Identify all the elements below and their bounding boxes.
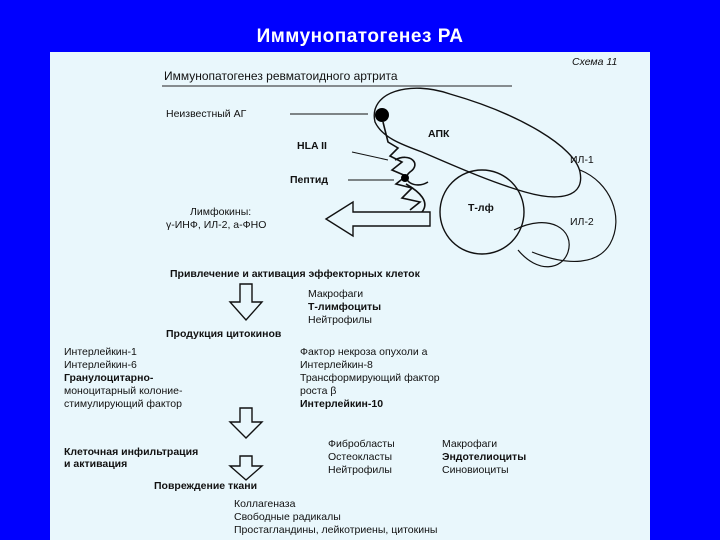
label-tcell: Т-лф bbox=[468, 202, 494, 214]
stage3-col1-3: Нейтрофилы bbox=[328, 464, 392, 476]
scheme-scan: Схема 11 Иммунопатогенез ревматоидного а… bbox=[50, 52, 650, 540]
stage2-left-4: моноцитарный колоние- bbox=[64, 385, 183, 397]
receptor-complex bbox=[382, 121, 422, 211]
label-lymphokines-2: γ-ИНФ, ИЛ-2, а-ФНО bbox=[166, 219, 267, 231]
stage3-col1-2: Остеокласты bbox=[328, 451, 393, 463]
apc-cell bbox=[373, 87, 582, 198]
stage2-right-4: роста β bbox=[300, 385, 337, 397]
stage1-cell-2: Т-лимфоциты bbox=[308, 301, 382, 313]
il1-loop bbox=[531, 169, 617, 263]
label-hla: HLA II bbox=[297, 140, 327, 152]
diagram-drawing bbox=[162, 85, 617, 481]
stage1-heading: Привлечение и активация эффекторных клет… bbox=[170, 268, 420, 280]
slide-title: Иммунопатогенез РА bbox=[256, 26, 464, 47]
stage2-left-3: Гранулоцитарно- bbox=[64, 372, 154, 384]
stage2-heading: Продукция цитокинов bbox=[166, 328, 282, 340]
stage2-right-1: Фактор некроза опухоли a bbox=[300, 346, 428, 358]
scheme-title: Иммунопатогенез ревматоидного артрита bbox=[164, 69, 398, 83]
stage1-cell-3: Нейтрофилы bbox=[308, 314, 372, 326]
stage2-right-3: Трансформирующий фактор bbox=[300, 372, 440, 384]
down-arrow-4 bbox=[228, 455, 264, 481]
stage3-heading-2: и активация bbox=[64, 458, 128, 470]
stage4-heading: Повреждение ткани bbox=[154, 480, 258, 492]
stage2-left-5: стимулирующий фактор bbox=[64, 398, 182, 410]
hla-pointer bbox=[351, 151, 389, 161]
label-antigen: Неизвестный АГ bbox=[166, 108, 247, 120]
scheme-number: Схема 11 bbox=[572, 56, 618, 68]
lymphokine-arrow bbox=[324, 200, 431, 238]
down-arrow-1 bbox=[228, 283, 264, 322]
label-il1: ИЛ-1 bbox=[570, 154, 594, 166]
antigen-dot bbox=[375, 108, 389, 122]
stage3-col1-1: Фибробласты bbox=[328, 438, 395, 450]
label-apc: АПК bbox=[428, 128, 450, 140]
down-arrow-3 bbox=[228, 407, 264, 439]
stage3-col2-2: Эндотелиоциты bbox=[442, 451, 527, 463]
tcell-circle bbox=[439, 169, 525, 255]
stage4-item-1: Коллагеназа bbox=[234, 498, 296, 510]
label-peptide: Пептид bbox=[290, 174, 328, 186]
stage3-col2-1: Макрофаги bbox=[442, 438, 498, 450]
stage2-left-1: Интерлейкин-1 bbox=[64, 346, 137, 358]
stage3-heading-1: Клеточная инфильтрация bbox=[64, 446, 199, 458]
label-il2: ИЛ-2 bbox=[570, 216, 594, 228]
stage4-item-2: Свободные радикалы bbox=[234, 511, 341, 523]
stage4-item-3: Простагландины, лейкотриены, цитокины bbox=[234, 524, 438, 536]
stage3-col2-3: Синовиоциты bbox=[442, 464, 509, 476]
peptide-loops bbox=[394, 156, 429, 213]
stage1-cell-1: Макрофаги bbox=[308, 288, 364, 300]
stage2-right-2: Интерлейкин-8 bbox=[300, 359, 373, 371]
peptide-dot bbox=[401, 174, 409, 182]
label-lymphokines-1: Лимфокины: bbox=[190, 206, 252, 218]
stage2-right-5: Интерлейкин-10 bbox=[300, 398, 384, 410]
stage2-left-2: Интерлейкин-6 bbox=[64, 359, 137, 371]
il2-loop bbox=[513, 222, 570, 268]
